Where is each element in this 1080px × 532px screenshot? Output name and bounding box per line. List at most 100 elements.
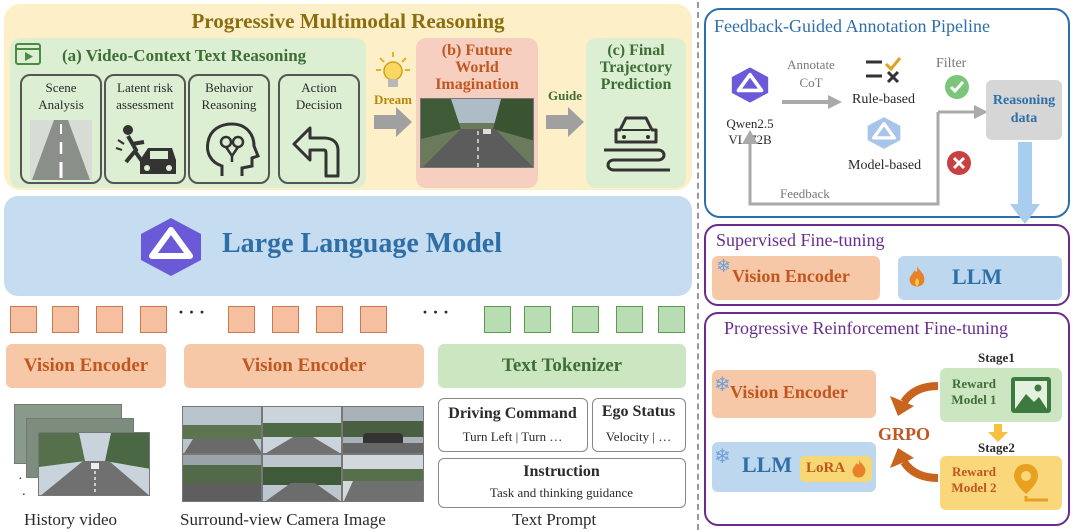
text-token [658,306,685,333]
instruction-title: Instruction [523,463,600,480]
rft-title: Progressive Reinforcement Fine-tuning [724,318,1008,338]
lora-badge: LoRA [800,456,872,482]
road-icon [30,120,92,180]
step-label: Scene Analysis [38,80,84,112]
surround-cam-back [262,454,342,502]
down-arrow-to-sft [1010,142,1040,226]
vision-token [272,306,299,333]
token-ellipsis: · · · [422,302,450,322]
guide-label: Guide [548,88,582,103]
ego-status-title: Ego Status [601,403,676,420]
sft-panel [704,224,1070,306]
step-label: Action Decision [295,80,343,112]
grpo-label: GRPO [878,424,930,444]
map-pin-route-icon [1012,462,1052,504]
sft-llm-label: LLM [952,264,1003,289]
turn-left-arrow-icon [290,120,350,180]
qwen-logo-icon [730,66,770,104]
qwen-logo-icon [138,216,204,278]
history-dots: · · [18,472,27,503]
dream-arrow [374,107,412,137]
feedback-label: Feedback [780,186,830,201]
guide-arrow [546,107,584,137]
surround-cam-front-right [342,406,424,454]
reasoning-data-box: Reasoning data [986,80,1062,140]
surround-cam-front-left [182,406,262,454]
pipeline-flow-lines [740,100,990,210]
stage-down-arrow [988,424,1008,442]
lightbulb-icon [376,52,410,92]
text-token [484,306,511,333]
caption-surround-view: Surround-view Camera Image [180,510,386,529]
snowflake-icon: ❄ [714,446,731,468]
trajectory-title: (c) Final Trajectory Prediction [599,42,673,93]
annotate-arrow [782,94,842,110]
vision-token [316,306,343,333]
vision-token [228,306,255,333]
vision-encoder-surround: Vision Encoder [184,344,424,388]
step-label: Behavior Reasoning [201,80,257,112]
surround-cam-front [262,406,342,454]
step-action-decision: Action Decision [278,74,360,184]
step-label: Latent risk assessment [116,80,174,112]
vision-token [52,306,79,333]
reward-to-llm-arrow [884,448,940,488]
vision-token [96,306,123,333]
vision-encoder-history: Vision Encoder [6,344,166,388]
reward-model-2: Reward Model 2 [940,456,1062,510]
reward-to-encoder-arrow [884,376,940,416]
reward-model-1-label: Reward Model 1 [951,376,997,407]
pedestrian-hit-icon [114,120,178,180]
filter-reject-icon [946,150,972,176]
model-logo-icon [866,116,902,150]
rule-based-label: Rule-based [852,92,915,107]
future-frame-image [420,98,534,168]
text-token [616,306,643,333]
video-clip-icon [14,42,42,66]
sft-llm: LLM [898,256,1062,300]
flame-icon [850,458,868,480]
rft-panel [704,312,1070,526]
ego-status-value: Velocity | … [605,429,672,444]
future-world-title: (b) Future World Imagination [435,42,519,93]
vision-token [360,306,387,333]
llm-bar [4,196,692,296]
rule-check-icon [864,56,904,86]
step-latent-risk: Latent risk assessment [104,74,186,184]
snowflake-icon: ❄ [716,256,732,276]
filter-label: Filter [936,56,967,71]
caption-history-video: History video [24,510,118,529]
section-divider [697,2,699,530]
llm-title: Large Language Model [222,228,502,259]
trajectory-panel [586,38,686,188]
text-token [524,306,551,333]
rft-vision-encoder-label: Vision Encoder [730,382,848,402]
lora-label: LoRA [806,460,846,476]
stage2-label: Stage2 [978,440,1015,455]
caption-text-prompt: Text Prompt [512,510,597,529]
reward-model-2-label: Reward Model 2 [951,464,997,495]
instruction-box: Instruction Task and thinking guidance [438,458,686,508]
head-gears-icon [200,120,260,180]
instruction-value: Task and thinking guidance [489,485,634,500]
step-scene-analysis: Scene Analysis [20,74,102,184]
rft-llm: ❄ LLM LoRA [712,442,876,492]
dream-label: Dream [373,92,413,107]
stage1-label: Stage1 [978,350,1015,365]
history-frame-3 [38,432,150,496]
snowflake-icon: ❄ [714,374,731,396]
driving-command-value: Turn Left | Turn … [462,429,563,444]
annotate-cot-label: Annotate CoT [787,57,835,90]
rft-llm-label: LLM [742,452,793,477]
surround-cam-back-left [182,454,262,502]
sft-vision-encoder: ❄ Vision Encoder [712,256,880,300]
sft-vision-encoder-label: Vision Encoder [732,266,850,286]
annotation-pipeline-panel [704,8,1070,218]
vision-token [140,306,167,333]
reward-model-1: Reward Model 1 [940,368,1062,422]
driving-command-title: Driving Command [448,405,577,422]
rft-vision-encoder: ❄ Vision Encoder [712,370,876,418]
step-behavior-reasoning: Behavior Reasoning [188,74,270,184]
ego-status-box: Ego Status Velocity | … [592,398,686,452]
video-context-title: (a) Video-Context Text Reasoning [62,46,307,65]
